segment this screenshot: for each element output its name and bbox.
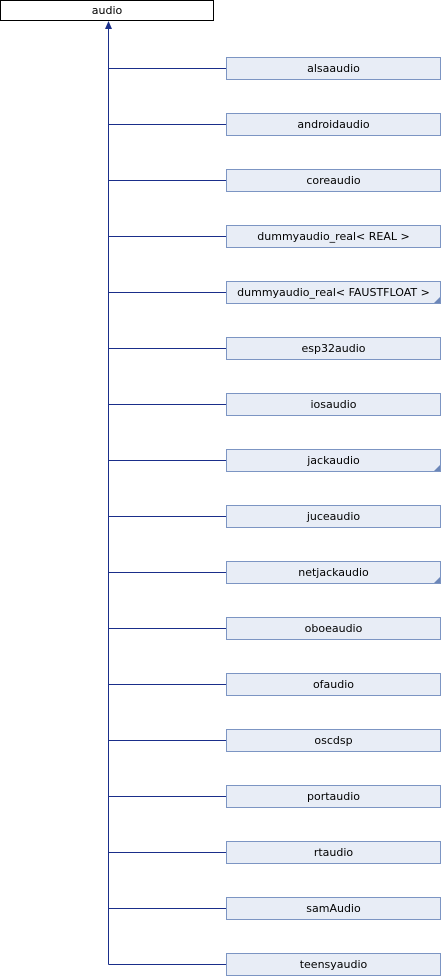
root-node-audio[interactable]: audio xyxy=(0,0,214,21)
arrowhead-icon xyxy=(105,21,112,29)
root-node-label: audio xyxy=(91,4,123,17)
class-node-label: teensyaudio xyxy=(299,958,368,971)
class-node-label: samAudio xyxy=(306,902,361,915)
class-node[interactable]: portaudio xyxy=(226,785,441,808)
class-node-label: jackaudio xyxy=(307,454,360,467)
class-node[interactable]: dummyaudio_real< REAL > xyxy=(226,225,441,248)
class-node-label: ofaudio xyxy=(312,678,355,691)
class-node-label: rtaudio xyxy=(313,846,354,859)
class-node[interactable]: oboeaudio xyxy=(226,617,441,640)
class-node[interactable]: juceaudio xyxy=(226,505,441,528)
class-node[interactable]: netjackaudio xyxy=(226,561,441,584)
class-node[interactable]: dummyaudio_real< FAUSTFLOAT > xyxy=(226,281,441,304)
class-node-label: oboeaudio xyxy=(304,622,363,635)
class-node-label: esp32audio xyxy=(301,342,366,355)
class-node-label: portaudio xyxy=(306,790,361,803)
class-node[interactable]: jackaudio xyxy=(226,449,441,472)
collapsed-corner-icon xyxy=(434,465,440,471)
class-node[interactable]: teensyaudio xyxy=(226,953,441,976)
class-node[interactable]: oscdsp xyxy=(226,729,441,752)
class-node-label: dummyaudio_real< FAUSTFLOAT > xyxy=(237,286,430,299)
class-node-label: coreaudio xyxy=(306,174,361,187)
class-node[interactable]: samAudio xyxy=(226,897,441,920)
class-node[interactable]: iosaudio xyxy=(226,393,441,416)
class-node-label: dummyaudio_real< REAL > xyxy=(257,230,410,243)
class-node[interactable]: alsaaudio xyxy=(226,57,441,80)
class-node-label: alsaaudio xyxy=(307,62,360,75)
class-node[interactable]: esp32audio xyxy=(226,337,441,360)
class-node-label: androidaudio xyxy=(297,118,370,131)
class-node[interactable]: rtaudio xyxy=(226,841,441,864)
class-node[interactable]: coreaudio xyxy=(226,169,441,192)
class-node-label: oscdsp xyxy=(314,734,353,747)
class-node-label: netjackaudio xyxy=(298,566,369,579)
collapsed-corner-icon xyxy=(434,577,440,583)
collapsed-corner-icon xyxy=(434,297,440,303)
class-node-label: juceaudio xyxy=(306,510,361,523)
class-node[interactable]: ofaudio xyxy=(226,673,441,696)
class-node[interactable]: androidaudio xyxy=(226,113,441,136)
class-node-label: iosaudio xyxy=(310,398,357,411)
